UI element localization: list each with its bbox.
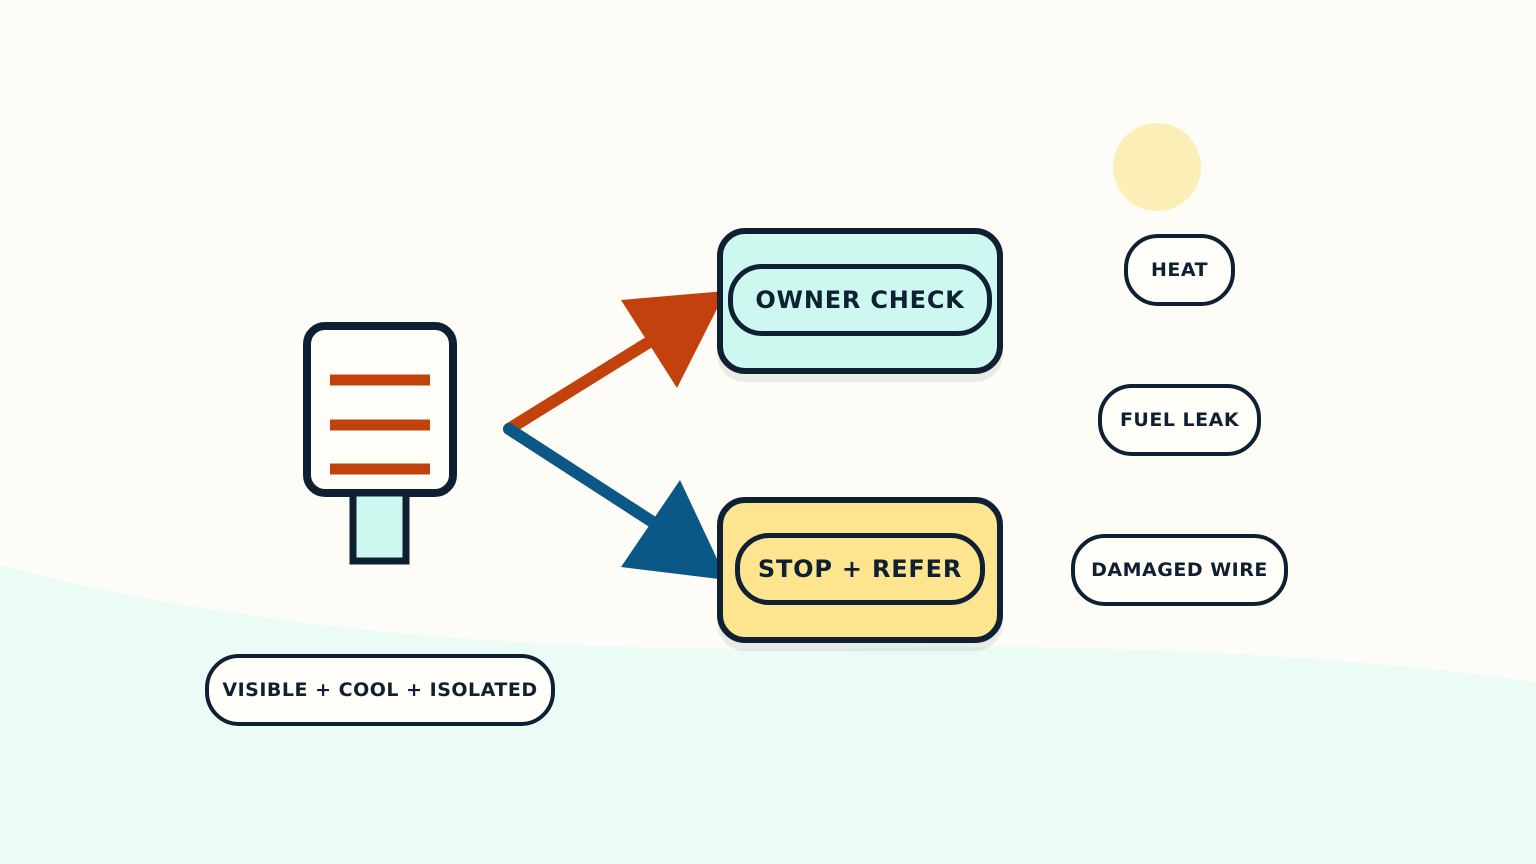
arrow-head-blue [621, 480, 727, 580]
owner-check-card: OWNER CHECK [717, 228, 1003, 374]
arrow-to-owner-check [503, 291, 726, 435]
stop-refer-card: STOP + REFER [717, 497, 1003, 643]
ground-wave [0, 565, 1536, 864]
arrow-to-stop-refer [503, 423, 727, 580]
hazard-pill-heat: HEAT [1124, 234, 1235, 306]
sun-icon [1113, 123, 1201, 211]
arrow-head-orange [621, 291, 726, 388]
stop-refer-label: STOP + REFER [735, 533, 985, 605]
charger-icon [303, 322, 457, 565]
arrow-shaft-orange [503, 328, 668, 435]
condition-pill-visible-cool-isolated: VISIBLE + COOL + ISOLATED [205, 654, 555, 726]
hazard-pill-damaged-wire: DAMAGED WIRE [1071, 534, 1288, 606]
owner-check-label: OWNER CHECK [728, 264, 992, 336]
arrow-shaft-blue [503, 423, 671, 536]
charger-plug [349, 489, 410, 565]
hazard-pill-fuel-leak: FUEL LEAK [1098, 384, 1261, 456]
